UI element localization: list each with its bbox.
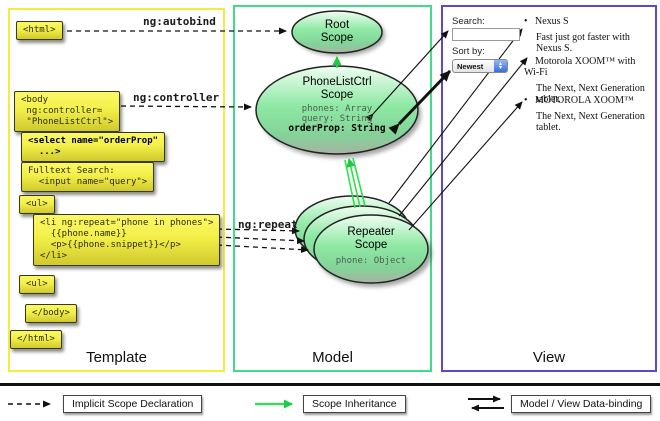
phonelistctrl-scope-label: PhoneListCtrl Scope — [302, 76, 372, 101]
ng-repeat-label: ng:repeat — [238, 218, 298, 231]
sort-select-value: Newest — [457, 62, 484, 71]
body-open-tag-box: <body ng:controller= "PhoneListCtrl"> — [14, 91, 121, 132]
body-close-tag-box: </body> — [25, 304, 77, 323]
phone-name: Nexus S — [535, 16, 569, 27]
phone-desc: Fast just got faster with Nexus S. — [536, 32, 630, 54]
model-column-label: Model — [312, 349, 353, 366]
phone-desc: The Next, Next Generation tablet. — [536, 83, 645, 105]
select-tag-box: <select name="orderProp" ...> — [21, 132, 166, 162]
fulltext-search-box: Fulltext Search: <input name="query"> — [21, 162, 155, 192]
ul-open-tag-box: <ul> — [19, 195, 55, 214]
html-close-tag-box: </html> — [10, 330, 62, 349]
model-column: Model — [233, 5, 432, 372]
phone-name: Motorola XOOM™ with Wi-Fi — [524, 56, 636, 78]
bullet-icon: • — [524, 56, 528, 67]
html-open-tag-box: <html> — [16, 21, 63, 40]
search-input[interactable] — [452, 28, 520, 41]
dropdown-stepper-icon: ▴▾ — [494, 60, 507, 72]
ul-close-tag-box: <ul> — [19, 275, 55, 294]
legend-data-binding: Model / View Data-binding — [511, 395, 652, 413]
phone-list-item: • Nexus S Fast just got faster with Nexus… — [524, 16, 652, 54]
phone-name: MOTOROLA XOOM™ — [535, 95, 634, 106]
phone-list-item: • MOTOROLA XOOM™ The Next, Next Generatio… — [524, 95, 652, 133]
ng-controller-label: ng:controller — [133, 91, 220, 104]
template-column-label: Template — [86, 349, 147, 366]
sort-select[interactable]: Newest ▴▾ — [452, 59, 508, 73]
li-repeat-box: <li ng:repeat="phone in phones"> {{phone… — [33, 214, 221, 266]
legend-divider — [0, 383, 660, 386]
view-column-label: View — [532, 349, 566, 366]
sort-by-label: Sort by: — [452, 46, 485, 57]
repeater-prop-phone: phone: Object — [335, 256, 407, 266]
legend-scope-inheritance: Scope Inheritance — [303, 395, 406, 413]
root-scope-label: Root Scope — [320, 19, 354, 44]
legend-implicit-scope: Implicit Scope Declaration — [63, 395, 203, 413]
phone-desc: The Next, Next Generation tablet. — [536, 111, 645, 133]
repeater-scope-label: Repeater Scope — [347, 226, 395, 251]
bullet-icon: • — [524, 95, 528, 106]
bullet-icon: • — [524, 16, 528, 27]
search-label: Search: — [452, 16, 485, 27]
phonelistctrl-prop-orderprop: orderProp: String — [288, 123, 386, 134]
phonelistctrl-prop-phones: phones: Array — [301, 104, 373, 114]
ng-autobind-label: ng:autobind — [143, 15, 216, 28]
